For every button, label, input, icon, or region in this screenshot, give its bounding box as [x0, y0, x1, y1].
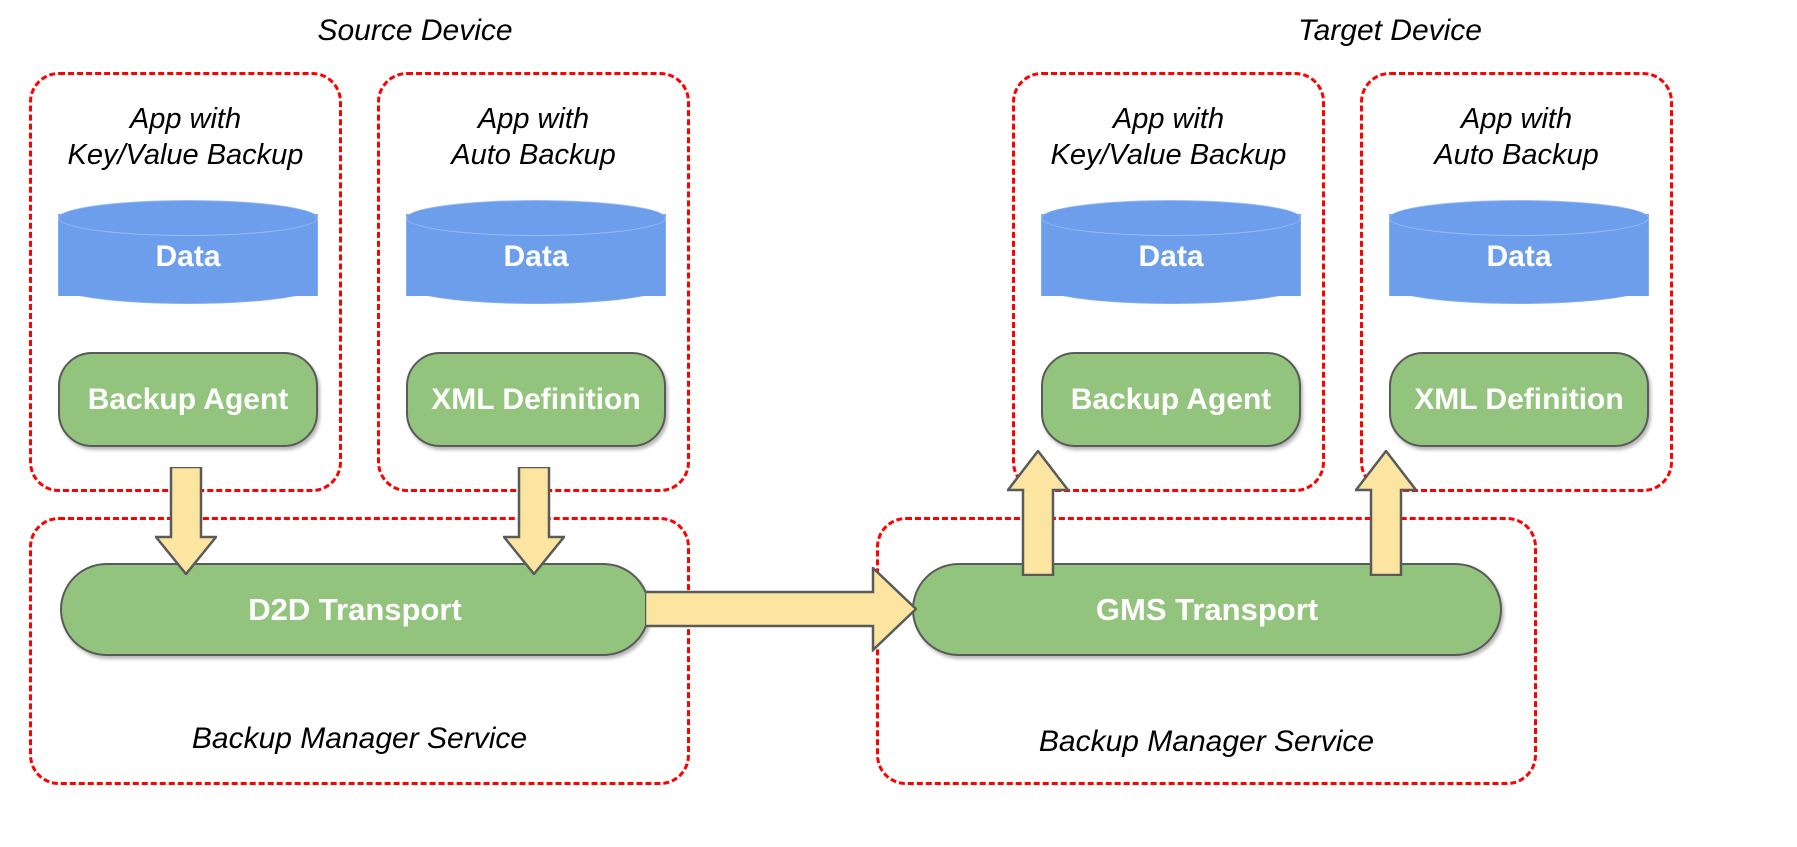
arrow-source-backup-agent-to-d2d	[155, 467, 217, 575]
source-backup-manager-service-label: Backup Manager Service	[191, 722, 528, 755]
target-backup-manager-service-container[interactable]	[876, 517, 1537, 785]
source-app-keyvalue-data-cylinder[interactable]: Data	[58, 200, 318, 310]
cylinder-top-ellipse	[1041, 200, 1301, 236]
target-device-title: Target Device	[1298, 14, 1482, 47]
source-xml-definition-node[interactable]: XML Definition	[406, 352, 666, 447]
source-backup-agent-node[interactable]: Backup Agent	[58, 352, 318, 447]
arrow-source-xml-definition-to-d2d	[503, 467, 565, 575]
target-backup-agent-node[interactable]: Backup Agent	[1041, 352, 1301, 447]
source-app-autobackup-label: App with Auto Backup	[451, 103, 616, 171]
target-app-autobackup-data-label: Data	[1486, 240, 1552, 273]
cylinder-top-ellipse	[1389, 200, 1649, 236]
target-backup-manager-service-label-wrap: Backup Manager Service	[876, 517, 1537, 785]
arrow-gms-to-target-xml-definition	[1355, 450, 1417, 576]
source-app-autobackup-data-label: Data	[503, 240, 569, 273]
target-xml-definition-node[interactable]: XML Definition	[1389, 352, 1649, 447]
source-app-keyvalue-data-label: Data	[155, 240, 221, 273]
source-app-autobackup-data-cylinder[interactable]: Data	[406, 200, 666, 310]
source-device-title: Source Device	[317, 14, 513, 47]
target-app-keyvalue-container[interactable]: App with Key/Value Backup Data Backup Ag…	[1012, 72, 1325, 492]
source-app-autobackup-container[interactable]: App with Auto Backup Data XML Definition	[377, 72, 690, 492]
gms-transport-node[interactable]: GMS Transport	[912, 563, 1502, 656]
target-app-autobackup-label: App with Auto Backup	[1434, 103, 1599, 171]
target-app-autobackup-data-cylinder[interactable]: Data	[1389, 200, 1649, 310]
d2d-transport-node[interactable]: D2D Transport	[60, 563, 650, 656]
target-app-keyvalue-data-label: Data	[1138, 240, 1204, 273]
cylinder-top-ellipse	[406, 200, 666, 236]
target-backup-manager-service-label: Backup Manager Service	[1038, 725, 1375, 758]
target-app-keyvalue-data-cylinder[interactable]: Data	[1041, 200, 1301, 310]
source-backup-manager-service-container[interactable]: Backup Manager Service	[29, 517, 690, 785]
arrow-gms-to-target-backup-agent	[1007, 450, 1069, 576]
target-app-autobackup-container[interactable]: App with Auto Backup Data XML Definition	[1360, 72, 1673, 492]
source-app-keyvalue-container[interactable]: App with Key/Value Backup Data Backup Ag…	[29, 72, 342, 492]
target-app-keyvalue-label: App with Key/Value Backup	[1050, 103, 1287, 171]
arrow-d2d-to-gms-transport	[645, 567, 917, 652]
source-app-keyvalue-label: App with Key/Value Backup	[67, 103, 304, 171]
cylinder-top-ellipse	[58, 200, 318, 236]
